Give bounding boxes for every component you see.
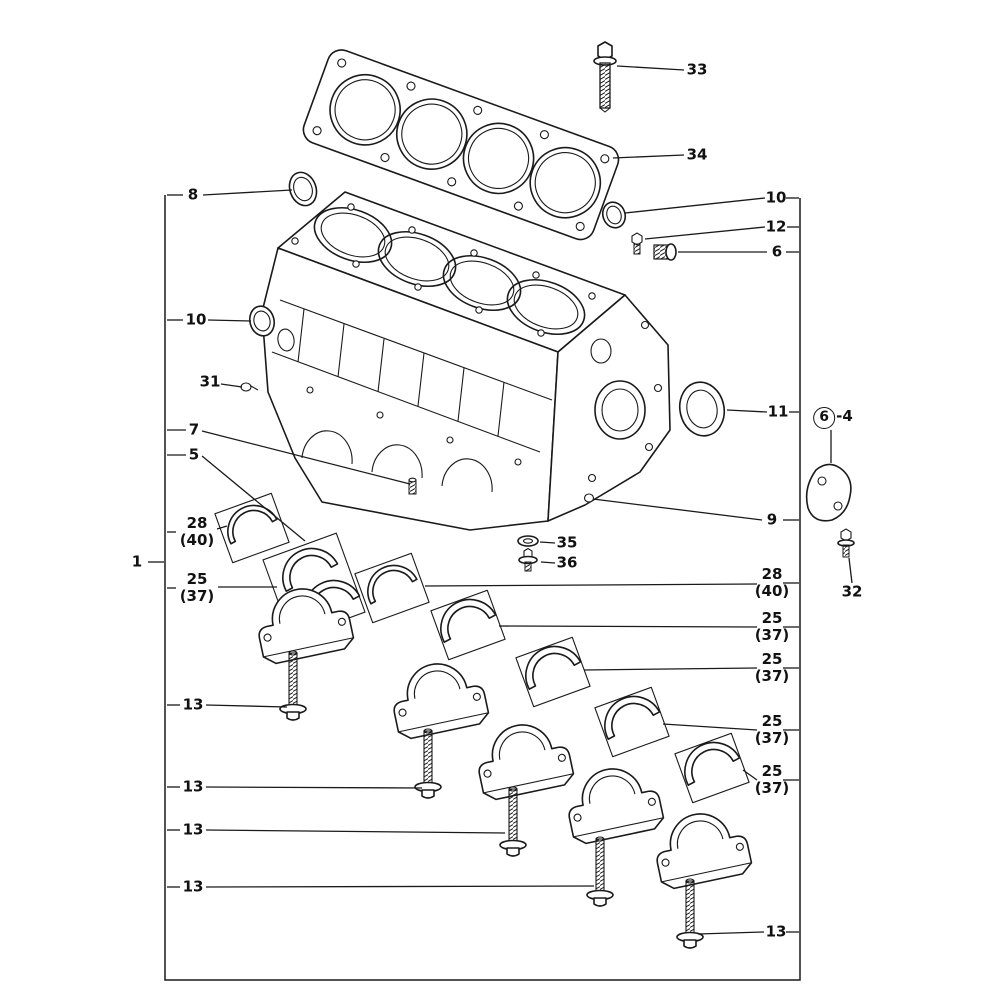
leader-line-12-4 [644, 226, 766, 240]
callout-25-37--17: 25(37) [179, 570, 215, 605]
bearing-cap-4 [560, 759, 667, 847]
callout-25-37--23: 25(37) [754, 712, 790, 747]
dowel-9 [583, 493, 595, 503]
callout-8-2: 8 [187, 185, 199, 204]
thrust-bearing-28-mid [354, 552, 430, 624]
callout-13-25: 13 [182, 777, 204, 796]
callout-33-0: 33 [686, 60, 708, 79]
callout-6-4-9: 6-4 [813, 407, 853, 429]
leader-line-25-21 [583, 667, 758, 671]
leader-line-36-15 [540, 561, 556, 564]
callout-13-27: 13 [182, 877, 204, 896]
callout-34-1: 34 [686, 145, 708, 164]
leader-line-33-0 [616, 65, 685, 71]
callout-28-40--12: 28(40) [179, 514, 215, 549]
callout-10-3: 10 [765, 188, 787, 207]
cap-bolt-13-5 [676, 878, 704, 949]
leader-line-13-26 [205, 829, 506, 834]
leader-line-10-6 [207, 319, 252, 322]
bolt-12 [631, 232, 643, 255]
bolt-36 [518, 547, 538, 572]
leader-line-8-2 [202, 189, 293, 196]
callout-7-10: 7 [188, 420, 200, 439]
callout-32-19: 32 [841, 582, 863, 601]
callout-12-4: 12 [765, 217, 787, 236]
plug-6-right [653, 243, 677, 261]
main-bearing-25-r1 [429, 588, 506, 661]
leader-line-13-22 [205, 704, 288, 708]
bearing-cap-5 [648, 804, 755, 892]
callout-13-22: 13 [182, 695, 204, 714]
leader-line-13-27 [205, 885, 595, 888]
callout-31-7: 31 [199, 372, 221, 391]
callout-1-16: 1 [131, 552, 143, 571]
washer-35 [517, 535, 539, 547]
leader-line-5-11 [201, 455, 306, 542]
leader-line-28-12 [216, 525, 228, 530]
leader-line-25-23 [662, 723, 758, 731]
leader-line-34-1 [612, 154, 685, 159]
cylinder-head-gasket-34 [302, 49, 620, 241]
seal-10-left [248, 305, 276, 337]
callout-6-5: 6 [771, 242, 783, 261]
leader-line-7-10 [201, 430, 411, 485]
bearing-cap-2 [385, 654, 492, 742]
callout-25-37--21: 25(37) [754, 650, 790, 685]
leader-line-31-7 [220, 383, 243, 388]
bolt-32 [837, 528, 855, 558]
leader-line-28-18 [424, 583, 758, 587]
callout-25-37--20: 25(37) [754, 609, 790, 644]
plug-10-right [601, 201, 627, 229]
leader-line-10-3 [624, 197, 766, 214]
main-bearing-25-r4 [673, 731, 750, 804]
cover-gasket-6-4 [805, 463, 852, 522]
bearing-ring-11 [678, 381, 726, 437]
leader-line-25-24 [742, 769, 758, 781]
plug-31 [240, 382, 259, 392]
leader-lines [148, 65, 853, 935]
head-bolt-33 [593, 41, 617, 113]
callout-13-28: 13 [765, 922, 787, 941]
leader-line-35-14 [539, 541, 556, 544]
callout-9-13: 9 [766, 510, 778, 529]
leader-line-13-25 [205, 786, 423, 789]
leader-line-11-8 [726, 409, 768, 413]
leader-line-32-19 [848, 557, 853, 584]
callout-35-14: 35 [556, 533, 578, 552]
leader-line-9-13 [592, 498, 763, 521]
callout-10-6: 10 [185, 310, 207, 329]
thrust-bearing-28-left [214, 492, 290, 564]
bearing-cap-1 [250, 579, 357, 667]
stud-7 [408, 477, 417, 495]
cylinder-block [261, 191, 671, 531]
group-boundary-bracket [164, 195, 801, 981]
callout-5-11: 5 [188, 445, 200, 464]
callout-11-8: 11 [767, 402, 789, 421]
cap-bolt-13-4 [586, 836, 614, 907]
cup-plug-8 [288, 171, 318, 207]
main-bearing-25-r2 [514, 635, 591, 708]
callout-13-26: 13 [182, 820, 204, 839]
callout-28-40--18: 28(40) [754, 565, 790, 600]
leader-line-13-28 [697, 931, 765, 935]
leader-line-25-20 [498, 625, 758, 628]
bearing-cap-3 [470, 715, 577, 803]
callout-25-37--24: 25(37) [754, 762, 790, 797]
callout-36-15: 36 [556, 553, 578, 572]
main-bearing-25-r3 [593, 685, 670, 758]
